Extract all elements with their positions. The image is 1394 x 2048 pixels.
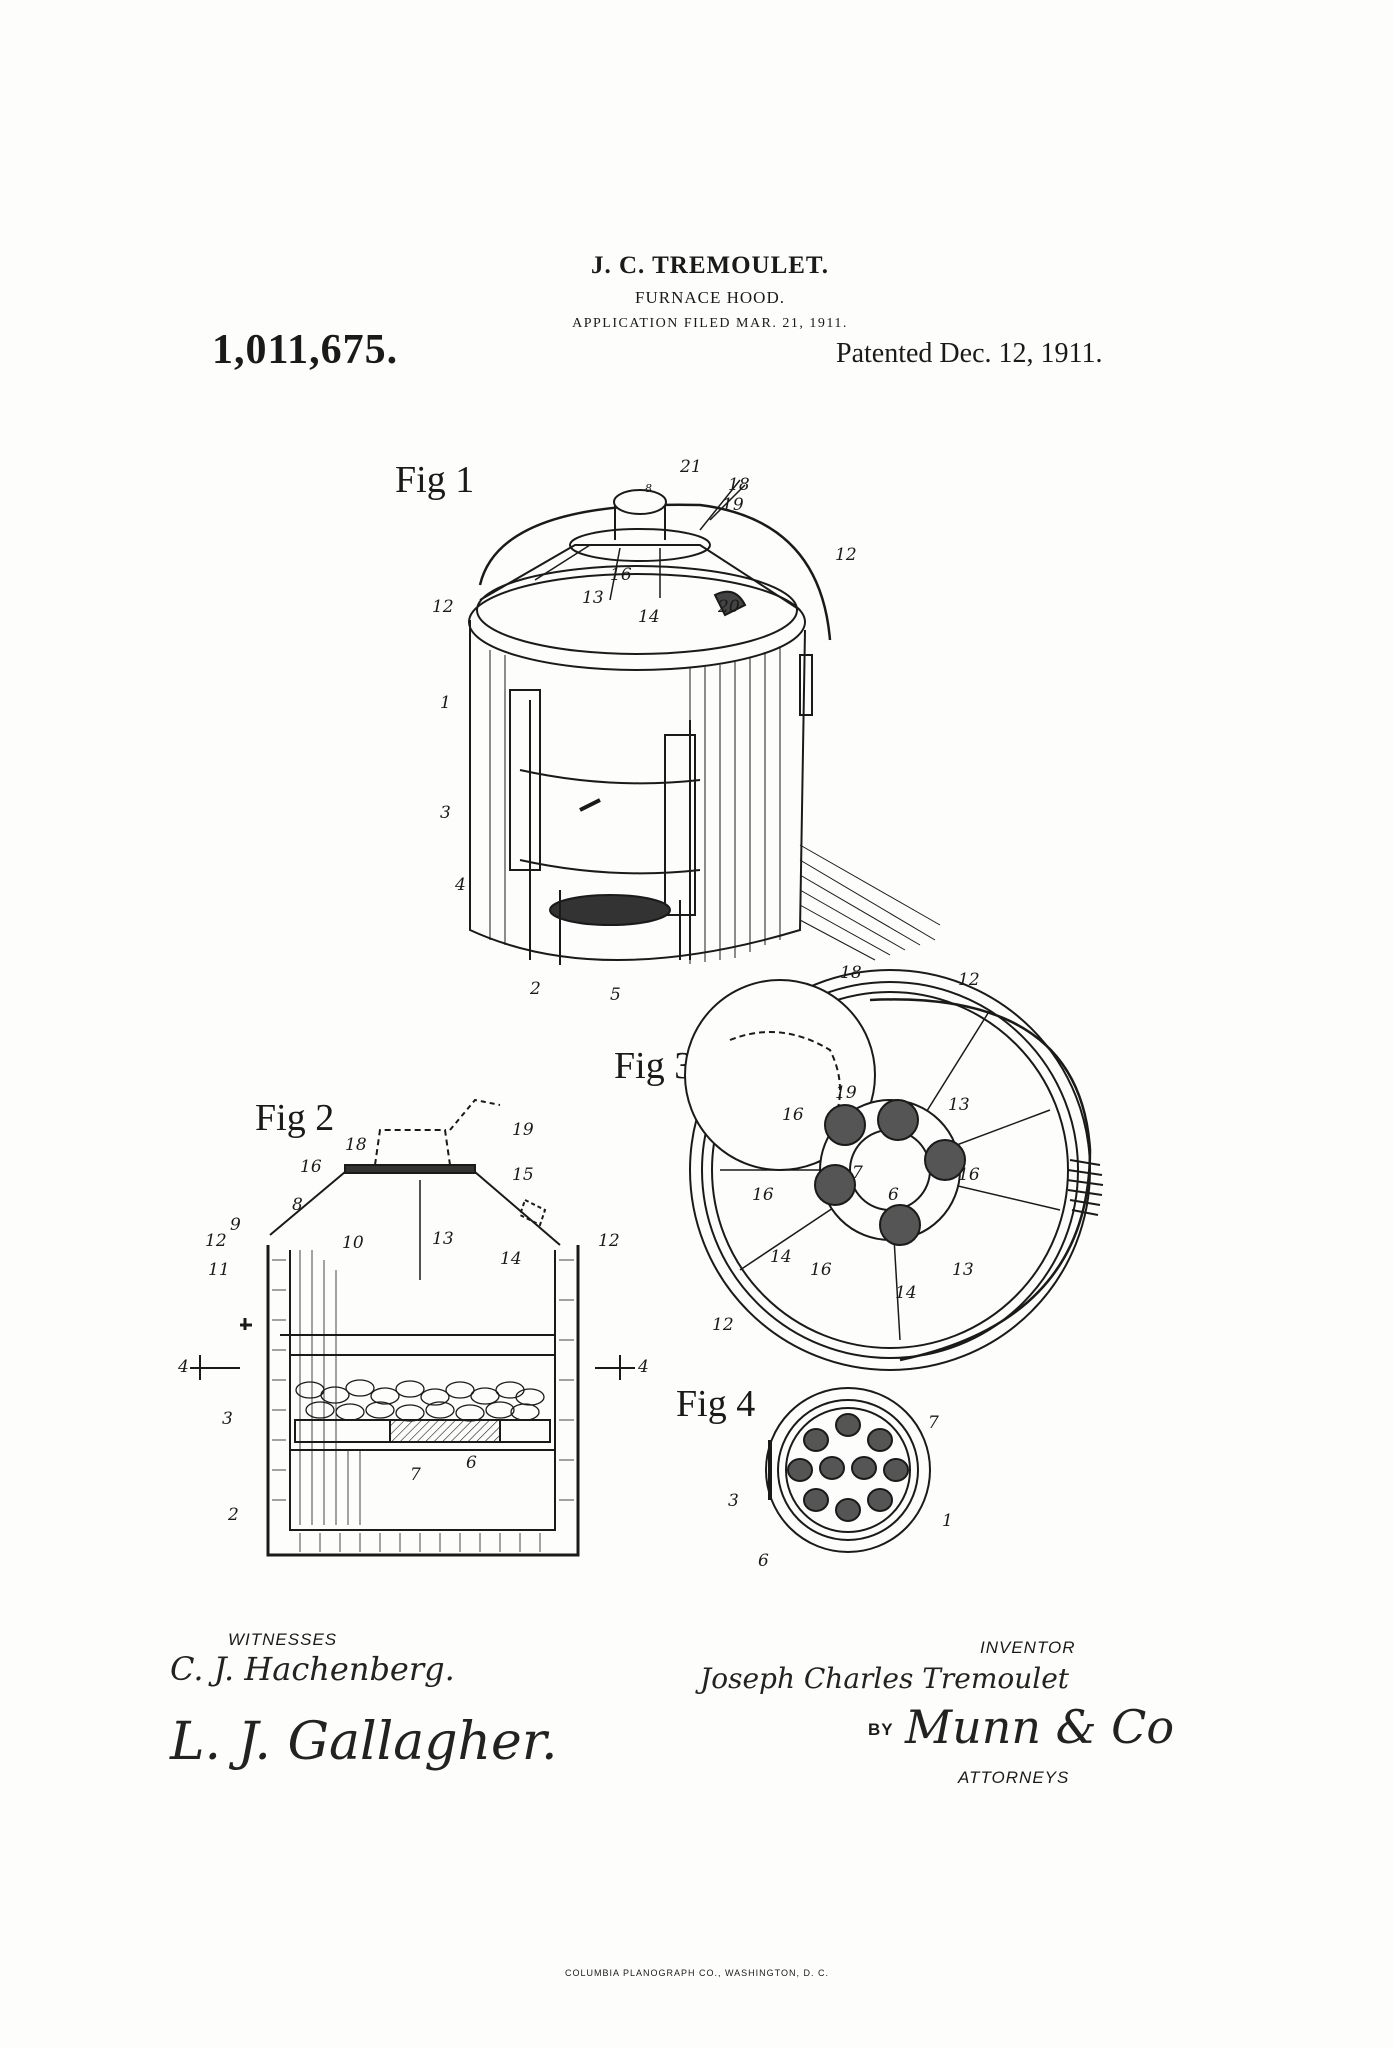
fig1-draft-opening (549, 894, 671, 926)
fig3-openings (814, 1099, 966, 1246)
fig2-fuel (295, 1379, 545, 1422)
fig4-holes (787, 1413, 909, 1522)
fig3-ref: 16 (958, 1165, 980, 1185)
fig1-ref: 19 (722, 495, 744, 515)
attorney-signature: Munn & Co (905, 1700, 1175, 1754)
fig2-top-plate (344, 1164, 476, 1174)
fig2-ref: 4 (177, 1357, 189, 1377)
fig4-outer (765, 1387, 931, 1553)
fig2-ref: 4 (637, 1357, 649, 1377)
by-label: BY (868, 1720, 894, 1739)
fig3-ref: 16 (782, 1105, 804, 1125)
fig2-knob-dashed (374, 1129, 451, 1166)
fig2-ribbing (299, 1250, 361, 1525)
fig4-drawing (765, 1387, 931, 1553)
witnesses-caption: WITNESSES (228, 1630, 338, 1649)
fig1-damper (713, 590, 747, 617)
fig1-ref: 18 (728, 475, 750, 495)
fig3-ref: 12 (958, 970, 980, 990)
fig1-ref: 21 (679, 457, 702, 477)
fig1-ref: 4 (454, 875, 466, 895)
fig1-rim (468, 573, 806, 671)
fig3-ref: 13 (952, 1260, 974, 1280)
fig2-ref: 10 (342, 1233, 364, 1253)
fig1-cone (479, 544, 801, 611)
fig1-bail-handle (478, 503, 832, 641)
fig1-body (469, 620, 806, 961)
fig2-ref: 8 (292, 1195, 303, 1215)
fig2-ref: 9 (230, 1215, 241, 1235)
fig3-ref: 13 (948, 1095, 970, 1115)
fig1-ref: 8 (645, 482, 652, 495)
fig2-ref: 6 (466, 1453, 477, 1473)
fig4-ref: 3 (728, 1491, 739, 1511)
fig1-shadow (799, 844, 941, 961)
fig2-ref: 12 (598, 1231, 620, 1251)
fig2-ref: 3 (222, 1409, 233, 1429)
fig1-ref: 3 (440, 803, 451, 823)
reference-numerals: 21 8 18 19 16 12 13 14 20 12 1 3 4 2 5 1… (177, 457, 980, 1571)
fig2-label: Fig 2 (255, 1097, 335, 1139)
fig3-ref: 18 (840, 963, 862, 983)
fig2-ref: 13 (432, 1229, 454, 1249)
fig2-ref: 12 (205, 1231, 227, 1251)
fig1-ref: 14 (638, 607, 660, 627)
fig2-ref: 18 (345, 1135, 367, 1155)
fig1-ref: 2 (529, 979, 541, 999)
fig1-drawing (468, 479, 941, 965)
invention-title: FURNACE HOOD. (635, 288, 785, 307)
fig2-section-arrow-right (595, 1355, 635, 1380)
fig2-ref: 2 (227, 1505, 239, 1525)
application-filed: APPLICATION FILED MAR. 21, 1911. (572, 316, 848, 331)
fig1-label: Fig 1 (395, 459, 475, 501)
fig1-ref: 13 (582, 588, 604, 608)
patented-date: Patented Dec. 12, 1911. (836, 338, 1103, 369)
attorneys-caption: ATTORNEYS (958, 1768, 1070, 1787)
fig4-ref: 6 (758, 1551, 769, 1571)
fig3-spring (1066, 1159, 1104, 1216)
fig4-ref: 7 (928, 1413, 939, 1433)
fig3-ref: 14 (895, 1283, 917, 1303)
witness-signature-1: C. J. Hachenberg. (170, 1650, 455, 1688)
fig2-ref: 16 (300, 1157, 322, 1177)
inventor-signature: Joseph Charles Tremoulet (700, 1662, 1070, 1695)
fig3-ref: 19 (835, 1083, 857, 1103)
fig2-drawing (190, 1098, 635, 1557)
fig2-grate (389, 1419, 501, 1443)
fig1-ref: 12 (835, 545, 857, 565)
inventor-name: J. C. TREMOULET. (590, 252, 830, 279)
fig3-ref: 16 (752, 1185, 774, 1205)
fig3-ref: 14 (770, 1247, 792, 1267)
patent-number: 1,011,675. (212, 327, 399, 373)
inventor-caption: INVENTOR (980, 1638, 1076, 1657)
fig3-ref: 7 (852, 1163, 863, 1183)
fig3-outer-rim (689, 969, 1091, 1371)
fig1-ref: 20 (717, 597, 740, 617)
fig1-top-plate (569, 528, 711, 562)
fig1-ref: 1 (440, 693, 451, 713)
witness-signature-2: L. J. Gallagher. (170, 1712, 558, 1772)
fig3-ref: 12 (712, 1315, 734, 1335)
fig2-ref: 19 (512, 1120, 534, 1140)
fig1-ref: 12 (432, 597, 454, 617)
fig1-ref: 16 (610, 565, 632, 585)
fig4-ref: 1 (942, 1511, 953, 1531)
fig2-wall-hatch (272, 1259, 574, 1501)
fig2-section-arrow-left (190, 1355, 240, 1380)
fig2-floor-hatch (299, 1533, 541, 1552)
fig3-ref: 16 (810, 1260, 832, 1280)
fig1-hinge-left (509, 689, 541, 871)
fig4-label: Fig 4 (676, 1383, 756, 1425)
fig2-ref: 14 (500, 1249, 522, 1269)
fig1-ref: 5 (610, 985, 621, 1005)
fig3-ref: 6 (888, 1185, 899, 1205)
printer-imprint: COLUMBIA PLANOGRAPH CO., WASHINGTON, D. … (564, 1968, 830, 1978)
fig3-drawing (684, 969, 1104, 1371)
fig2-ref: 7 (410, 1465, 421, 1485)
fig2-ref: 15 (512, 1165, 534, 1185)
fig3-label: Fig 3 (614, 1045, 694, 1087)
fig2-ref: 11 (208, 1260, 230, 1280)
